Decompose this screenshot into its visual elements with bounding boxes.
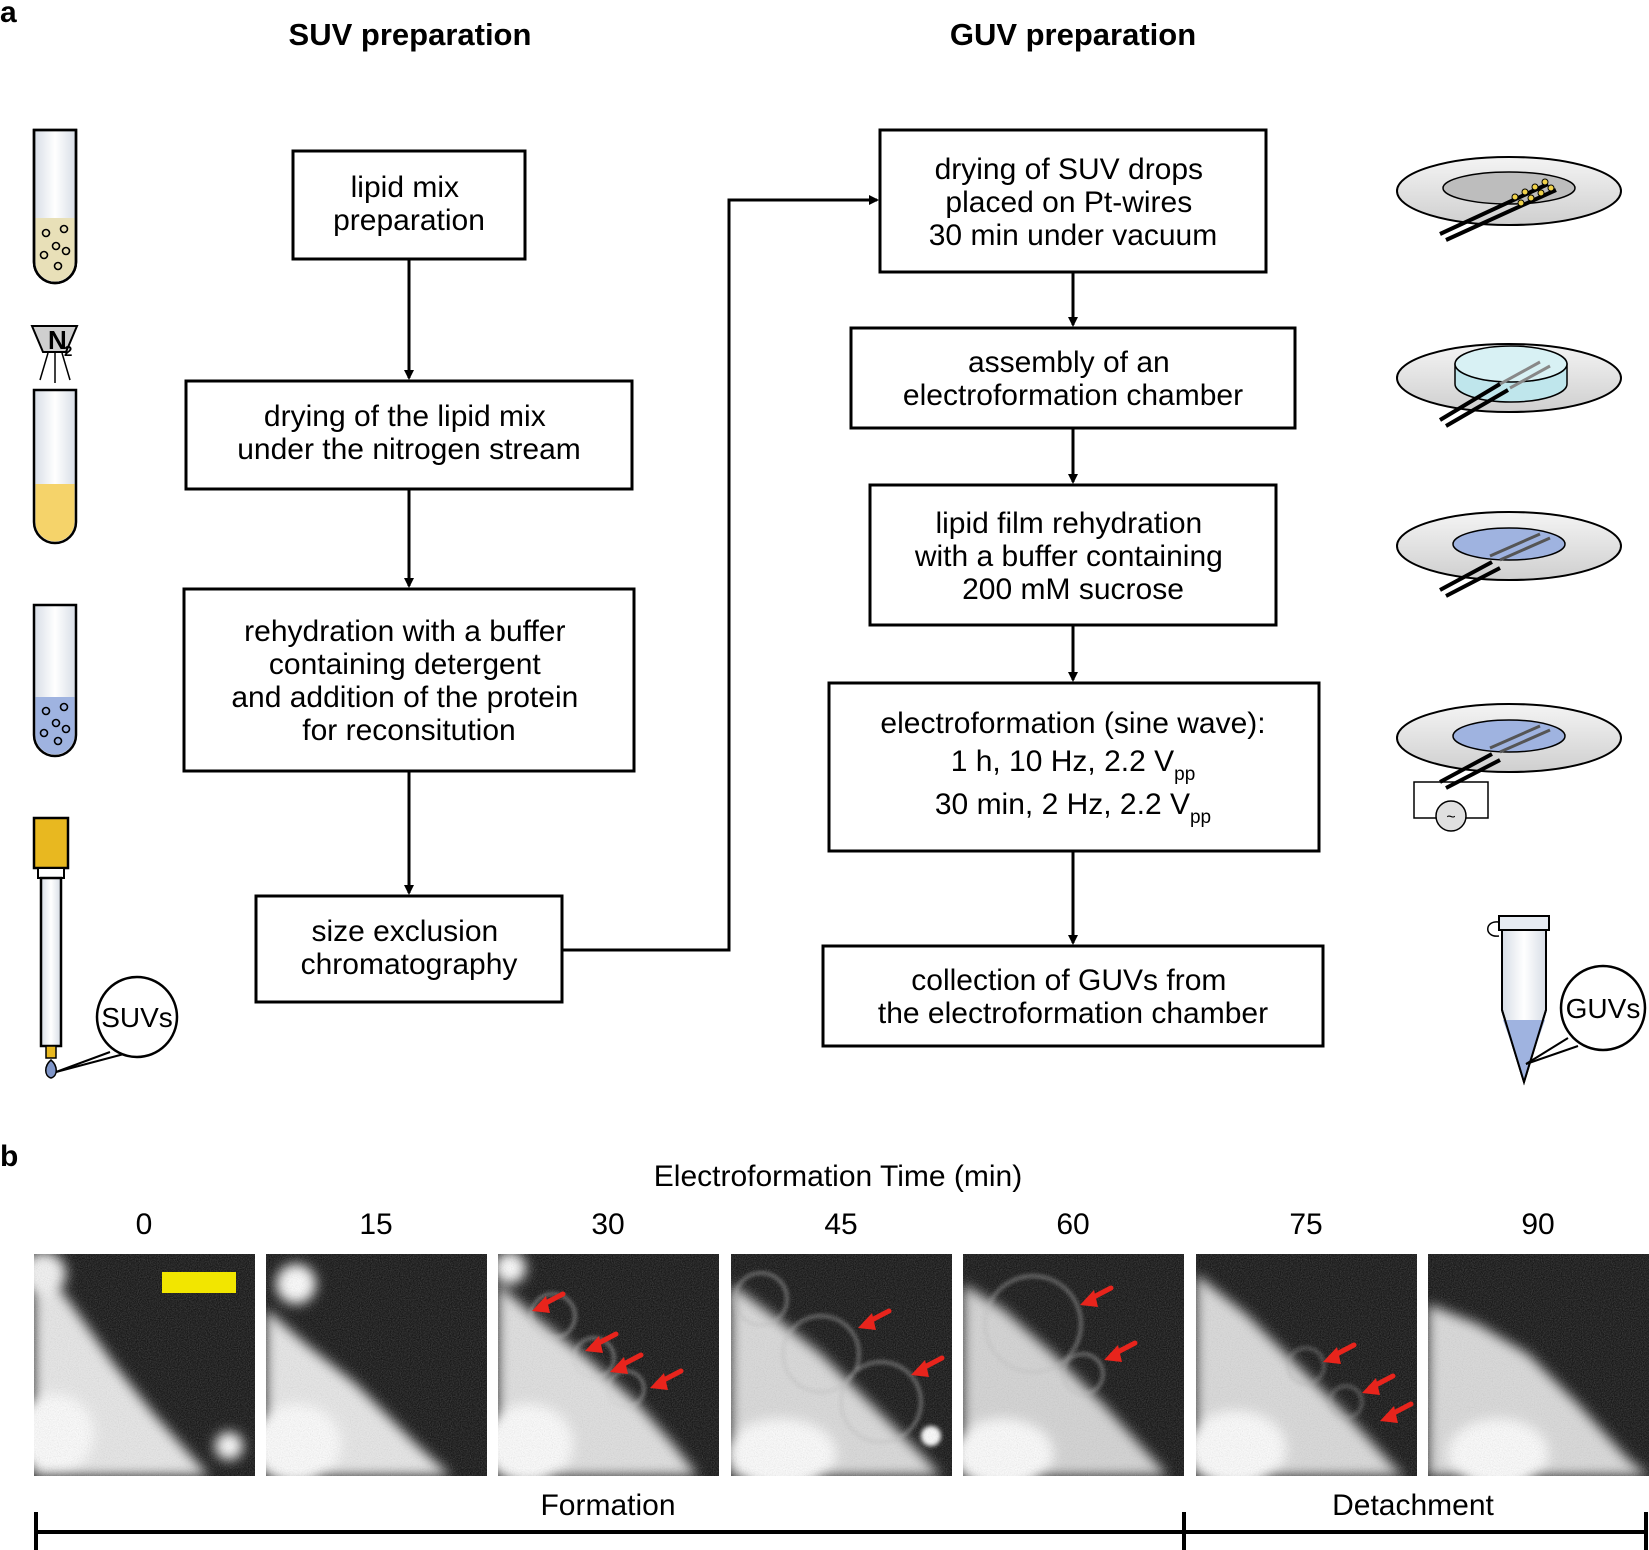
suv-step-3-line-4: for reconsitution [302, 714, 515, 747]
time-label-60: 60 [1056, 1208, 1089, 1241]
guv-step-1-line-2: placed on Pt-wires [945, 186, 1192, 219]
svg-text:lipid mix preparation: lipid mix preparation [333, 171, 485, 237]
nitrogen-subscript: 2 [64, 343, 72, 360]
guvs-label: GUVs [1566, 993, 1641, 1024]
suv-step-1-box: lipid mix preparation [291, 149, 527, 261]
guv-step-1-line-3: 30 min under vacuum [929, 219, 1218, 252]
time-label-15: 15 [359, 1208, 392, 1241]
red-arrow-icon [1323, 1342, 1357, 1364]
phase-detachment-label: Detachment [1332, 1489, 1494, 1522]
svg-text:lipid film rehydration w: lipid film rehydration with a buffer con… [914, 507, 1231, 606]
svg-text:1 h, 10 Hz, 2.2 Vpp: 1 h, 10 Hz, 2.2 Vpp [951, 745, 1196, 785]
svg-text:collection of GUVs from: collection of GUVs from the electroforma… [878, 964, 1268, 1030]
guv-step-3-line-3: 200 mM sucrose [962, 573, 1184, 606]
svg-text:drying of SUV drops plac: drying of SUV drops placed on Pt-wires 3… [929, 153, 1218, 252]
micrograph-75min [1196, 1254, 1417, 1476]
guv-step-3-box: lipid film rehydration with a buffer con… [868, 483, 1278, 627]
suv-column-title: SUV preparation [289, 17, 532, 52]
red-arrow-icon [610, 1352, 644, 1374]
suv-step-1-line-1: lipid mix [351, 171, 459, 204]
phase-timeline [34, 1512, 1648, 1550]
time-labels: 0 15 30 45 60 75 90 [136, 1208, 1555, 1241]
panel-b-letter: b [0, 1140, 18, 1173]
nitrogen-nozzle-icon: N 2 [30, 325, 79, 383]
suv-flow-arrows [404, 195, 879, 952]
suv-step-3-line-1: rehydration with a buffer [244, 615, 565, 648]
buffer-tube-icon [32, 603, 78, 758]
rehydration-chamber-icon [1396, 511, 1622, 598]
guv-step-4-param-1: 1 h, 10 Hz, 2.2 V [951, 745, 1174, 778]
time-label-30: 30 [591, 1208, 624, 1241]
dried-lipid-tube-icon [32, 388, 78, 545]
panel-a-letter: a [0, 0, 17, 29]
micrograph-0min [34, 1254, 255, 1476]
guv-step-4-param-1-sub: pp [1174, 764, 1195, 785]
generator-symbol: ~ [1446, 809, 1455, 826]
guv-step-4-line-1: electroformation (sine wave): [880, 707, 1265, 740]
suv-step-1-line-2: preparation [333, 204, 485, 237]
red-arrow-icon [1104, 1340, 1138, 1362]
phase-formation-label: Formation [540, 1489, 675, 1522]
suv-step-4-line-2: chromatography [301, 948, 518, 981]
svg-text:rehydration with a buffer: rehydration with a buffer containing det… [231, 615, 586, 747]
time-axis-title: Electroformation Time (min) [654, 1160, 1022, 1193]
svg-text:30 min, 2 Hz, 2.2 Vpp: 30 min, 2 Hz, 2.2 Vpp [935, 788, 1211, 828]
suv-step-3-line-3: and addition of the protein [231, 681, 578, 714]
guv-step-3-line-1: lipid film rehydration [935, 507, 1202, 540]
guv-step-5-line-1: collection of GUVs from [911, 964, 1226, 997]
time-label-75: 75 [1289, 1208, 1322, 1241]
electroformation-chamber-icon: ~ [1396, 703, 1622, 832]
guv-step-1-box: drying of SUV drops placed on Pt-wires 3… [878, 128, 1268, 274]
guv-step-4-param-2: 30 min, 2 Hz, 2.2 V [935, 788, 1190, 821]
suv-step-3-box: rehydration with a buffer containing det… [182, 587, 636, 773]
red-arrow-icon [1080, 1285, 1114, 1307]
red-arrow-icon [911, 1355, 945, 1377]
guv-step-5-box: collection of GUVs from the electroforma… [821, 944, 1325, 1048]
suv-step-4-line-1: size exclusion [311, 915, 498, 948]
time-label-45: 45 [824, 1208, 857, 1241]
red-arrow-icon [858, 1308, 892, 1330]
micrograph-90min [1428, 1254, 1649, 1476]
svg-text:electroformation (sine wave):: electroformation (sine wave): [880, 707, 1265, 740]
svg-text:drying of the lipid mix: drying of the lipid mix under the nitrog… [237, 400, 581, 466]
guv-step-2-box: assembly of an electroformation chamber [849, 326, 1297, 430]
lipid-mix-tube-icon [32, 128, 78, 285]
red-arrow-icon [1380, 1401, 1414, 1423]
suvs-label: SUVs [101, 1002, 173, 1033]
suv-step-3-line-2: containing detergent [269, 648, 542, 681]
suv-step-2-line-2: under the nitrogen stream [237, 433, 581, 466]
guv-step-2-line-1: assembly of an [968, 346, 1170, 379]
red-arrow-icon [532, 1291, 566, 1313]
micrograph-60min [963, 1254, 1184, 1476]
sec-column-icon: SUVs [32, 816, 179, 1079]
suv-step-4-box: size exclusion chromatography [254, 894, 564, 1004]
red-arrow-icon [1362, 1373, 1396, 1395]
micrograph-30min [498, 1254, 719, 1476]
time-label-90: 90 [1521, 1208, 1554, 1241]
micrograph-45min [731, 1254, 952, 1476]
svg-text:assembly of an electrofo: assembly of an electroformation chamber [903, 346, 1243, 412]
suv-step-2-box: drying of the lipid mix under the nitrog… [184, 379, 634, 491]
suv-step-2-line-1: drying of the lipid mix [264, 400, 546, 433]
guv-step-2-line-2: electroformation chamber [903, 379, 1243, 412]
eppendorf-tube-icon: GUVs [1487, 915, 1647, 1086]
guv-step-4-box: electroformation (sine wave): 1 h, 10 Hz… [827, 681, 1321, 853]
guv-step-1-line-1: drying of SUV drops [935, 153, 1203, 186]
guv-step-4-param-2-sub: pp [1190, 807, 1211, 828]
svg-text:size exclusion chromatog: size exclusion chromatography [301, 915, 518, 981]
guv-indicator-arrows [532, 1285, 1414, 1423]
pt-wire-dish-icon [1396, 156, 1622, 242]
guv-column-title: GUV preparation [950, 17, 1196, 52]
guv-step-3-line-2: with a buffer containing [914, 540, 1223, 573]
red-arrow-icon [650, 1368, 684, 1390]
micrograph-15min [266, 1254, 487, 1476]
time-label-0: 0 [136, 1208, 153, 1241]
scale-bar [162, 1272, 236, 1293]
guv-step-5-line-2: the electroformation chamber [878, 997, 1268, 1030]
nitrogen-label: N [48, 325, 67, 355]
assembled-chamber-icon [1396, 343, 1622, 428]
red-arrow-icon [585, 1331, 619, 1353]
